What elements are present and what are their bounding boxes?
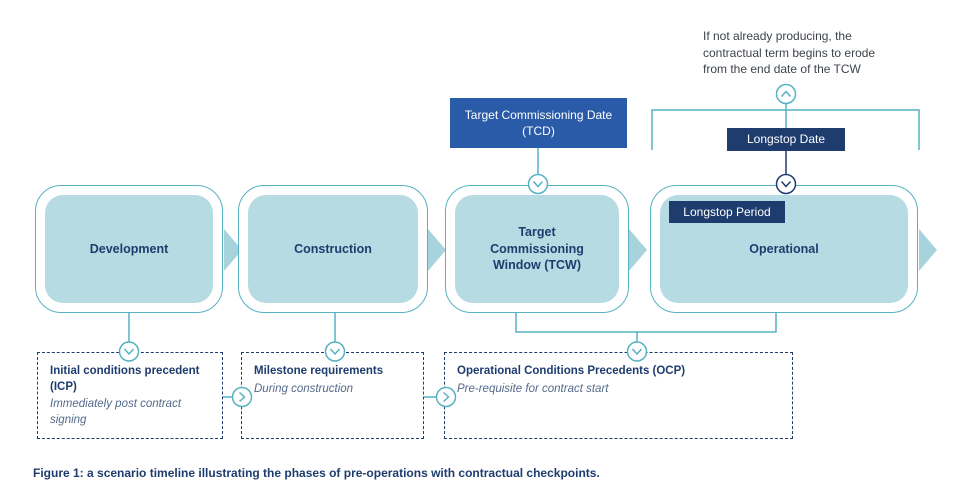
checkpoint-icp: Initial conditions precedent (ICP) Immed… <box>37 352 223 439</box>
flow-arrow-icon <box>224 229 242 271</box>
longstop-period-label-box: Longstop Period <box>669 201 785 223</box>
flow-arrow-icon <box>629 229 647 271</box>
phase-target-commissioning-window: Target Commissioning Window (TCW) <box>445 185 629 313</box>
chevron-up-circle-icon <box>775 83 797 105</box>
erosion-note: If not already producing, the contractua… <box>703 29 876 76</box>
checkpoint-ocp-subtitle: Pre-requisite for contract start <box>457 382 609 395</box>
checkpoint-milestone-title: Milestone requirements <box>254 365 384 377</box>
flow-arrow-icon <box>919 229 937 271</box>
checkpoint-milestone: Milestone requirements During constructi… <box>241 352 424 439</box>
checkpoint-icp-subtitle: Immediately post contract signing <box>50 398 182 426</box>
tcd-label-box: Target Commissioning Date (TCD) <box>450 98 627 148</box>
phase-operational: Operational Longstop Period <box>650 185 918 313</box>
longstop-date-label-box: Longstop Date <box>727 128 845 151</box>
checkpoint-milestone-subtitle: During construction <box>254 382 354 395</box>
checkpoint-ocp: Operational Conditions Precedents (OCP) … <box>444 352 793 439</box>
figure-caption: Figure 1: a scenario timeline illustrati… <box>33 466 600 480</box>
phase-tcw-label: Target Commissioning Window (TCW) <box>455 195 619 303</box>
checkpoint-ocp-title: Operational Conditions Precedents (OCP) <box>457 365 686 377</box>
flow-arrow-icon <box>428 229 446 271</box>
phase-development-label: Development <box>45 195 213 303</box>
phase-development: Development <box>35 185 223 313</box>
checkpoint-icp-title: Initial conditions precedent (ICP) <box>50 365 200 393</box>
phase-construction-label: Construction <box>248 195 418 303</box>
phase-construction: Construction <box>238 185 428 313</box>
